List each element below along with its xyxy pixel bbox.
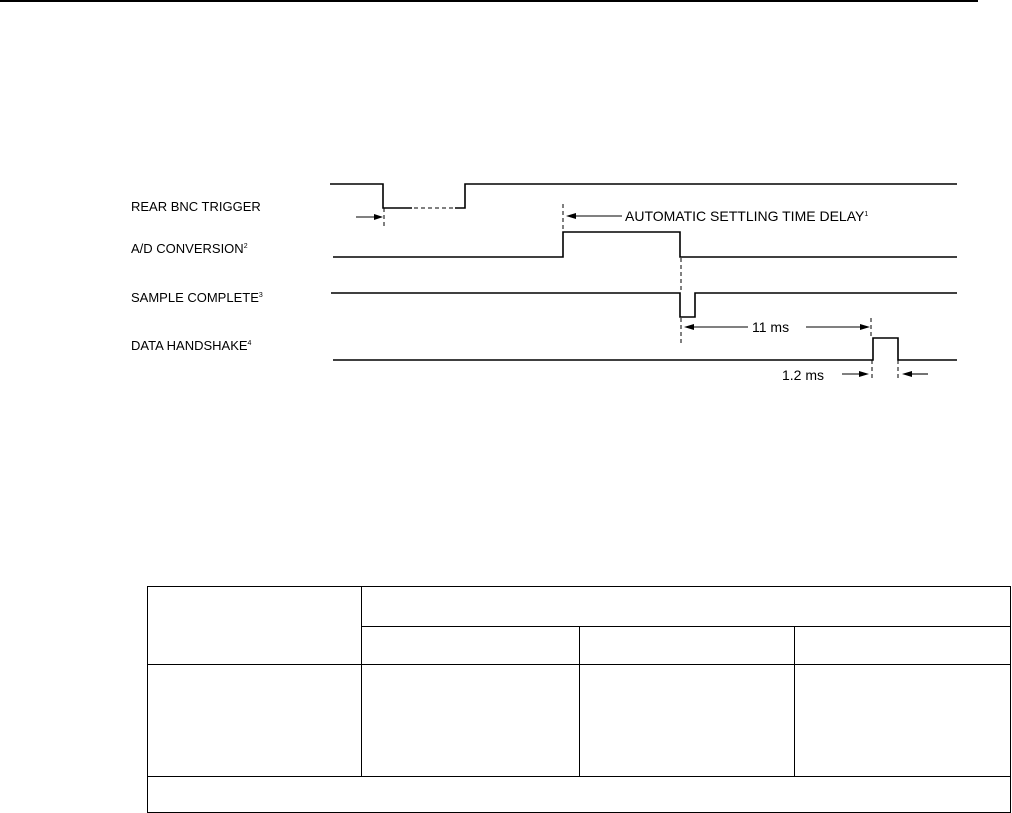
pulse-width-label: 1.2 ms [782,367,824,383]
table-subheader-cell [579,626,795,666]
table-subheader-cell [361,626,580,666]
table-header-row [147,585,1012,666]
signal-label-ad-conversion: A/D CONVERSION2 [131,241,248,256]
timing-diagram: REAR BNC TRIGGER A/D CONVERSION2 SAMPLE … [131,183,957,383]
table-cell [793,664,1012,777]
delay-left-arrowhead [684,324,694,330]
trigger-waveform-start [330,183,412,209]
table-row [147,664,1012,777]
signal-label-sample-complete: SAMPLE COMPLETE3 [131,290,263,305]
table-corner-cell [147,585,362,666]
top-rule [0,0,978,2]
settling-time-label: AUTOMATIC SETTLING TIME DELAY1 [625,208,868,224]
table-subheader-cell [793,626,1012,666]
table-cell [147,664,362,777]
table-cell [579,664,795,777]
table-footer-cell [146,775,1012,813]
spec-table [146,585,1012,813]
table-footer-row [146,775,1012,813]
delay-right-arrowhead [860,324,870,330]
signal-label-data-handshake: DATA HANDSHAKE4 [131,338,252,353]
table-cell [361,664,580,777]
pulse-right-arrowhead [902,371,912,377]
signal-label-rear-bnc-trigger: REAR BNC TRIGGER [131,199,261,214]
trigger-arrowhead [374,214,383,220]
trigger-waveform-end [455,183,957,209]
ad-conversion-waveform [333,231,957,258]
table-group-header-cell [360,585,1012,628]
pulse-left-arrowhead [859,371,869,377]
data-handshake-waveform [333,337,957,361]
handshake-delay-label: 11 ms [752,319,789,335]
settling-arrowhead [566,213,576,219]
sample-complete-waveform [331,292,957,318]
